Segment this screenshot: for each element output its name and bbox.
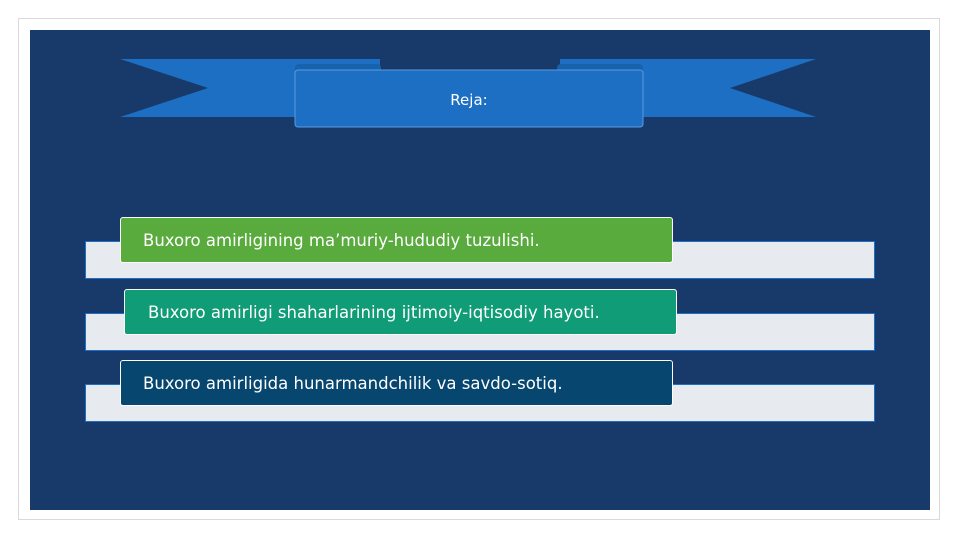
plan-item-3: Buxoro amirligida hunarmandchilik va sav… <box>120 360 673 406</box>
plan-item-2: Buxoro amirligi shaharlarining ijtimoiy-… <box>124 289 677 335</box>
plan-item-3-text: Buxoro amirligida hunarmandchilik va sav… <box>143 373 563 393</box>
slide-title: Reja: <box>450 91 488 109</box>
title-banner: Reja: <box>30 30 930 170</box>
plan-item-1-text: Buxoro amirligining ma’muriy-hududiy tuz… <box>143 230 540 250</box>
slide: Reja: Buxoro amirligining ma’muriy-hudud… <box>30 30 930 510</box>
plan-item-2-text: Buxoro amirligi shaharlarining ijtimoiy-… <box>148 302 600 322</box>
ribbon-shape <box>120 59 816 128</box>
plan-item-1: Buxoro amirligining ma’muriy-hududiy tuz… <box>120 217 673 263</box>
